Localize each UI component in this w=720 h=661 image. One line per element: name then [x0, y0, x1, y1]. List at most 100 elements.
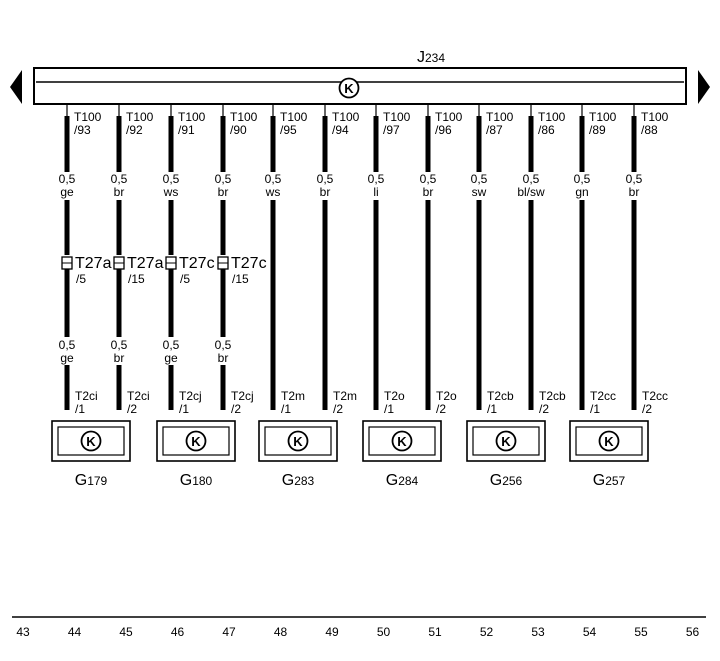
- label-background: [53, 172, 81, 200]
- control-unit-j234[interactable]: K J234: [10, 49, 710, 105]
- pin-bottom-label: T2ci: [75, 389, 98, 403]
- svg-text:K: K: [397, 434, 407, 449]
- wire-color: br: [114, 351, 125, 365]
- wire-color: br: [320, 185, 331, 199]
- pin-top-number: /91: [178, 123, 195, 137]
- wire-gauge: 0,5: [59, 338, 76, 352]
- wire-color: br: [629, 185, 640, 199]
- connector-label: T27c: [179, 255, 215, 272]
- left-arrow-icon: [10, 70, 22, 104]
- control-unit-k-icon: K: [287, 430, 309, 452]
- label-background: [53, 337, 81, 365]
- pin-bottom-number: /2: [436, 402, 446, 416]
- pin-top-number: /88: [641, 123, 658, 137]
- right-arrow-icon: [698, 70, 710, 104]
- column-number: 53: [531, 625, 545, 639]
- sensor-label: G283: [282, 472, 315, 489]
- wire-gauge: 0,5: [574, 172, 591, 186]
- wire-color: br: [114, 185, 125, 199]
- pin-bottom-label: T2m: [333, 389, 357, 403]
- wire-gauge: 0,5: [215, 172, 232, 186]
- svg-text:K: K: [86, 434, 96, 449]
- pin-top-label: T100: [126, 110, 154, 124]
- sensor-G179[interactable]: K G179: [51, 420, 131, 489]
- pin-bottom-number: /2: [539, 402, 549, 416]
- sensor-G257[interactable]: K G257: [569, 420, 649, 489]
- svg-text:K: K: [191, 434, 201, 449]
- wire-gauge: 0,5: [59, 172, 76, 186]
- sensor-G283[interactable]: K G283: [258, 420, 338, 489]
- wire-gauge: 0,5: [368, 172, 385, 186]
- control-unit-k-icon: K: [185, 430, 207, 452]
- column-number: 46: [171, 625, 185, 639]
- column-number: 55: [634, 625, 648, 639]
- wire-gauge: 0,5: [317, 172, 334, 186]
- svg-text:K: K: [604, 434, 614, 449]
- label-background: [511, 172, 551, 200]
- label-background: [568, 172, 596, 200]
- column-number: 54: [583, 625, 597, 639]
- label-background: [259, 172, 287, 200]
- column-number: 44: [68, 625, 82, 639]
- pin-top-number: /92: [126, 123, 143, 137]
- wire-color: bl/sw: [517, 185, 545, 199]
- pin-top-number: /95: [280, 123, 297, 137]
- connector-pin: /15: [128, 272, 145, 286]
- column-number: 45: [119, 625, 133, 639]
- wire-color: ge: [60, 185, 74, 199]
- pin-top-label: T100: [332, 110, 360, 124]
- label-background: [209, 172, 237, 200]
- pin-top-label: T100: [280, 110, 308, 124]
- control-unit-k-icon: K: [391, 430, 413, 452]
- pin-bottom-number: /1: [590, 402, 600, 416]
- control-unit-k-icon: K: [80, 430, 102, 452]
- sensor-label: G256: [490, 472, 523, 489]
- svg-text:K: K: [501, 434, 511, 449]
- pin-bottom-number: /2: [231, 402, 241, 416]
- control-unit-k-icon: K: [598, 430, 620, 452]
- wire-color: ws: [163, 185, 179, 199]
- connector-pin: /5: [180, 272, 190, 286]
- label-background: [157, 172, 185, 200]
- pin-top-number: /96: [435, 123, 452, 137]
- pin-top-label: T100: [178, 110, 206, 124]
- pin-top-number: /86: [538, 123, 555, 137]
- ecu-bar: [33, 67, 687, 105]
- pin-bottom-label: T2cj: [231, 389, 254, 403]
- sensor-label: G179: [75, 472, 108, 489]
- sensor-label: G257: [593, 472, 626, 489]
- wire-gauge: 0,5: [471, 172, 488, 186]
- column-number: 50: [377, 625, 391, 639]
- pin-top-number: /87: [486, 123, 503, 137]
- sensor-G256[interactable]: K G256: [466, 420, 546, 489]
- connector-label: T27a: [75, 255, 112, 272]
- pin-bottom-label: T2cb: [487, 389, 514, 403]
- wire-gauge: 0,5: [420, 172, 437, 186]
- pin-bottom-label: T2o: [436, 389, 457, 403]
- pin-bottom-label: T2o: [384, 389, 405, 403]
- wire-gauge: 0,5: [215, 338, 232, 352]
- pin-bottom-number: /1: [487, 402, 497, 416]
- control-unit-k-icon: K: [338, 77, 360, 99]
- pin-top-label: T100: [383, 110, 411, 124]
- label-background: [209, 337, 237, 365]
- pin-bottom-number: /1: [179, 402, 189, 416]
- pin-top-number: /90: [230, 123, 247, 137]
- pin-top-label: T100: [538, 110, 566, 124]
- pin-bottom-label: T2cc: [642, 389, 668, 403]
